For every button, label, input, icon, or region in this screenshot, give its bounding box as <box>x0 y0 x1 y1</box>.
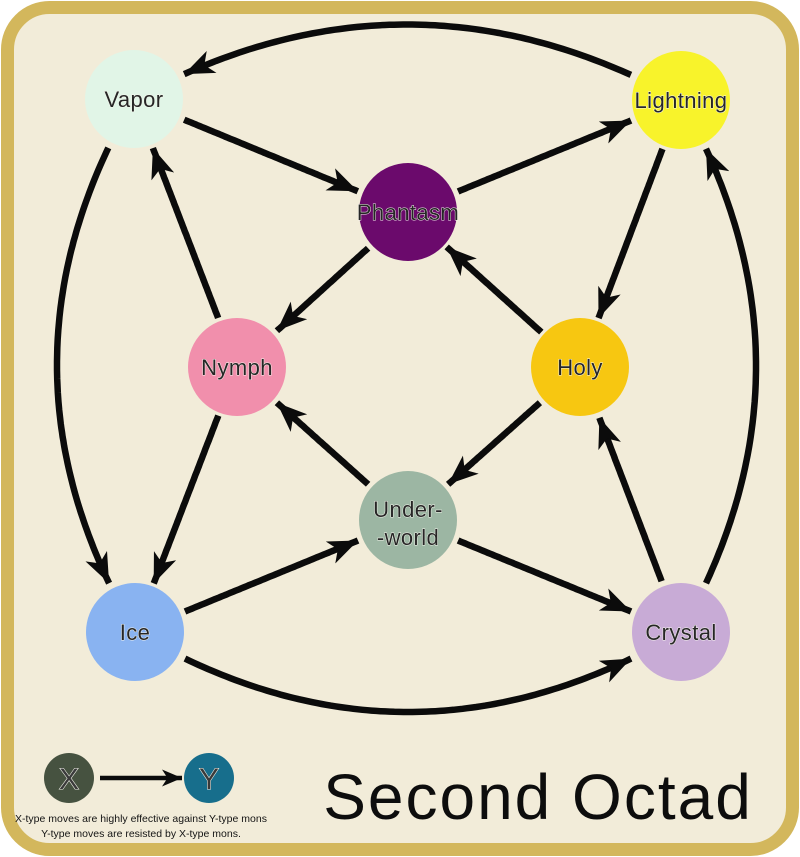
node-circle-underworld <box>359 471 457 569</box>
legend-x-circle <box>44 753 94 803</box>
node-label-vapor: Vapor <box>104 87 163 112</box>
edge-phantasm-to-lightning <box>456 117 633 195</box>
legend-caption-line1: X-type moves are highly effective agains… <box>15 813 267 825</box>
node-circle-vapor <box>85 50 183 148</box>
edge-nymph-to-vapor <box>149 147 222 319</box>
edge-crystal-to-holy <box>596 416 665 583</box>
node-phantasm: Phantasm <box>356 163 459 261</box>
edge-ice-to-underworld <box>183 537 360 615</box>
node-circle-holy <box>531 318 629 416</box>
node-underworld: Under- -world <box>359 471 457 569</box>
edge-underworld-to-crystal <box>456 537 633 615</box>
node-label-underworld-2: -world <box>377 525 439 550</box>
node-label-phantasm: Phantasm <box>357 200 459 225</box>
node-circle-lightning <box>632 51 730 149</box>
edge-lightning-to-vapor <box>182 21 633 78</box>
node-ice: Ice <box>86 583 184 681</box>
legend-y-circle <box>184 753 234 803</box>
node-label-holy: Holy <box>557 355 603 380</box>
edge-lightning-to-holy <box>595 147 666 320</box>
legend-y-label: Y <box>199 763 219 796</box>
node-circle-nymph <box>188 318 286 416</box>
node-circle-ice <box>86 583 184 681</box>
node-vapor: Vapor <box>85 50 183 148</box>
node-nymph: Nymph <box>188 318 286 416</box>
node-circle-crystal <box>632 583 730 681</box>
edge-vapor-to-ice <box>53 146 113 585</box>
legend-caption-line2: Y-type moves are resisted by X-type mons… <box>41 828 241 840</box>
edge-holy-to-underworld <box>445 400 543 487</box>
edge-crystal-to-lightning <box>703 147 760 585</box>
node-label-underworld-1: Under- <box>373 497 443 522</box>
node-lightning: Lightning <box>632 51 730 149</box>
node-circle-phantasm <box>359 163 457 261</box>
edge-holy-to-phantasm <box>444 244 544 335</box>
edge-nymph-to-ice <box>150 414 222 585</box>
edge-underworld-to-nymph <box>274 400 371 487</box>
node-crystal: Crystal <box>632 583 730 681</box>
page-title: Second Octad <box>323 761 753 833</box>
edge-phantasm-to-nymph <box>274 245 371 334</box>
node-label-nymph: Nymph <box>201 355 273 380</box>
node-label-crystal: Crystal <box>645 620 716 645</box>
edge-vapor-to-phantasm <box>182 116 360 195</box>
node-label-lightning: Lightning <box>635 88 728 113</box>
legend: X Y X-type moves are highly effective ag… <box>15 753 267 840</box>
node-label-ice: Ice <box>120 620 151 645</box>
edge-ice-to-crystal <box>183 655 633 716</box>
node-holy: Holy <box>531 318 629 416</box>
legend-x-label: X <box>59 763 79 796</box>
edges-group <box>53 21 760 716</box>
